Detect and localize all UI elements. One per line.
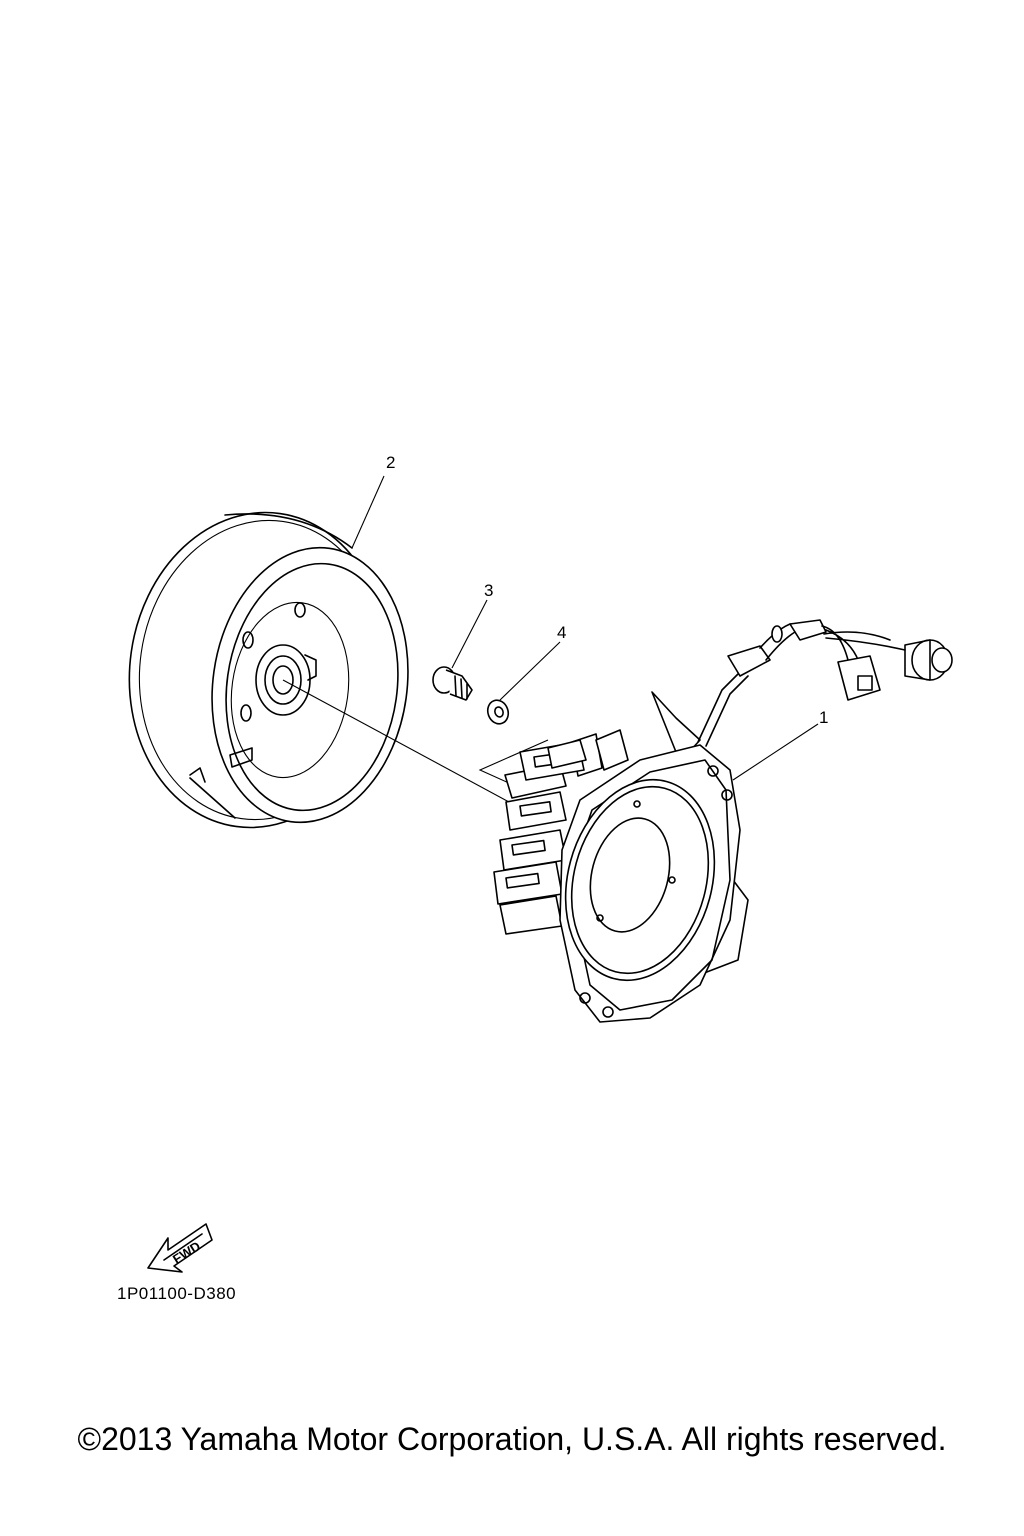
- leader-line-1: [732, 723, 819, 781]
- leader-line-4: [499, 641, 561, 701]
- diagram-code: 1P01100-D380: [117, 1284, 237, 1303]
- rotor-flywheel: [128, 511, 409, 829]
- stator-assembly: [493, 619, 953, 1023]
- leader-line-2: [351, 475, 385, 549]
- copyright-notice: ©2013 Yamaha Motor Corporation, U.S.A. A…: [77, 1421, 947, 1457]
- assembly-centerline: [282, 679, 549, 824]
- washer: [486, 699, 510, 725]
- bolt: [432, 666, 473, 701]
- leader-line-3: [451, 599, 488, 669]
- callout-1: 1: [819, 708, 829, 727]
- callout-2: 2: [386, 453, 396, 472]
- callout-4: 4: [557, 623, 567, 642]
- callout-3: 3: [484, 581, 494, 600]
- fwd-arrow-icon: FWD: [147, 1223, 213, 1273]
